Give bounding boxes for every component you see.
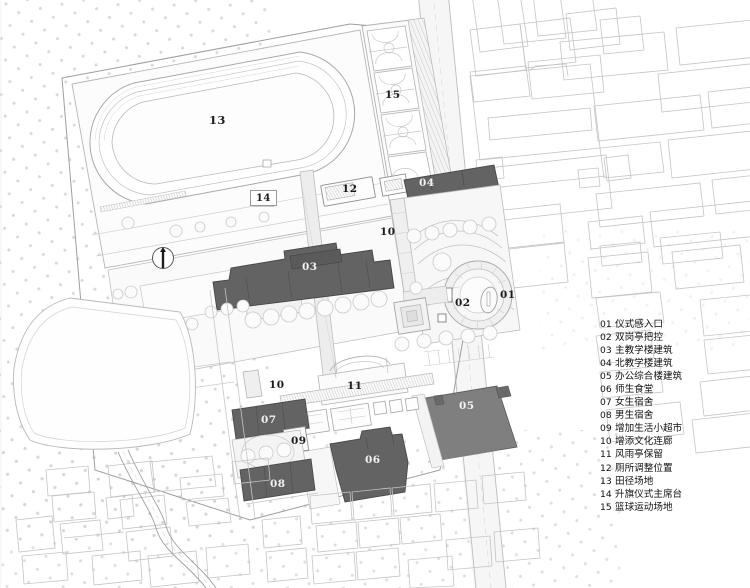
north-arrow-symbol — [152, 247, 174, 269]
legend-label: 女生宿舍 — [615, 397, 654, 409]
legend-label: 师生食堂 — [615, 384, 654, 396]
map-label-08: 08 — [270, 478, 286, 490]
legend-item-15: 15 篮球运动场地 — [600, 501, 748, 514]
map-label-07: 07 — [261, 414, 277, 426]
legend-number: 02 — [600, 332, 612, 344]
legend-label: 双岗亭把控 — [615, 332, 663, 344]
legend-item-03: 03 主教学楼建筑 — [600, 344, 748, 357]
main-teaching-building-03 — [212, 242, 395, 311]
legend-label: 增添文化连廊 — [615, 436, 673, 448]
village-buildings-south — [15, 455, 271, 588]
legend-number: 10 — [600, 436, 612, 448]
entry-roundabout — [437, 260, 513, 330]
legend-item-05: 05 办公综合楼建筑 — [600, 370, 748, 383]
legend-item-08: 08 男生宿舍 — [600, 409, 748, 422]
legend-label: 北教学楼建筑 — [615, 358, 673, 370]
boys-dormitory-08 — [239, 458, 319, 505]
legend-item-13: 13 田径场地 — [600, 475, 748, 488]
legend-item-09: 09 增加生活小超市 — [600, 422, 748, 435]
legend-label: 仪式感入口 — [615, 319, 663, 330]
map-label-02: 02 — [455, 297, 471, 309]
map-label-12: 12 — [342, 183, 358, 195]
map-label-10-west: 10 — [269, 379, 285, 391]
legend-item-14: 14 升旗仪式主席台 — [600, 488, 748, 501]
map-label-11: 11 — [347, 380, 363, 392]
guard-post-south — [437, 313, 447, 323]
legend-number: 13 — [600, 475, 612, 487]
legend-number: 14 — [600, 488, 612, 500]
legend-label: 男生宿舍 — [615, 410, 654, 422]
legend-item-11: 11 风雨亭保留 — [600, 448, 748, 461]
office-complex-05 — [411, 385, 518, 469]
legend-number: 08 — [600, 410, 612, 422]
legend-number: 11 — [600, 449, 612, 461]
legend-item-06: 06 师生食堂 — [600, 383, 748, 396]
map-label-14: 14 — [250, 190, 277, 206]
village-lane — [117, 449, 217, 588]
legend-number: 06 — [600, 384, 612, 396]
map-label-09: 09 — [291, 435, 307, 447]
map-label-13: 13 — [209, 113, 226, 127]
legend-number: 07 — [600, 397, 612, 409]
village-buildings-southcenter — [261, 471, 541, 588]
legend-item-04: 04 北教学楼建筑 — [600, 357, 748, 370]
legend-number: 15 — [600, 501, 612, 513]
square-water-feature — [393, 297, 431, 335]
basketball-courts-15 — [361, 17, 453, 188]
context-buildings-east — [559, 19, 750, 454]
pond-southwest — [13, 297, 196, 450]
legend-label: 主教学楼建筑 — [615, 345, 673, 357]
legend-number: 03 — [600, 345, 612, 357]
legend-item-07: 07 女生宿舍 — [600, 396, 748, 409]
map-label-03: 03 — [302, 261, 318, 273]
legend-panel: 01 仪式感入口 02 双岗亭把控 03 主教学楼建筑 04 北教学楼建筑 05… — [600, 318, 748, 514]
legend-label: 升旗仪式主席台 — [615, 488, 683, 500]
legend-number: 05 — [600, 371, 612, 383]
map-label-10-east: 10 — [380, 226, 396, 238]
map-label-06: 06 — [365, 454, 381, 466]
culture-corridor-10-west — [242, 369, 263, 399]
legend-item-10: 10 增添文化连廊 — [600, 435, 748, 448]
map-label-05: 05 — [459, 400, 475, 412]
legend-item-02: 02 双岗亭把控 — [600, 331, 748, 344]
legend-label: 厕所调整位置 — [615, 462, 673, 474]
legend-label: 篮球运动场地 — [615, 501, 673, 513]
map-label-01: 01 — [500, 289, 516, 301]
legend-item-01: 01 仪式感入口 — [600, 318, 748, 331]
legend-number: 09 — [600, 423, 612, 435]
legend-label: 增加生活小超市 — [615, 423, 683, 435]
entry-parking-bays — [423, 343, 495, 367]
ceremonial-entrance-plaza-01 — [393, 184, 521, 367]
legend-label: 田径场地 — [615, 475, 654, 487]
context-buildings-northeast — [469, 0, 645, 290]
map-label-15: 15 — [385, 89, 401, 101]
legend-number: 12 — [600, 462, 612, 474]
legend-label: 办公综合楼建筑 — [615, 371, 683, 383]
legend-item-12: 12 厕所调整位置 — [600, 462, 748, 475]
legend-label: 风雨亭保留 — [615, 449, 663, 461]
legend-number: 04 — [600, 358, 612, 370]
toilet-block-12 — [320, 173, 409, 207]
legend-number: 01 — [600, 319, 612, 330]
school-site-boundary — [61, 23, 471, 521]
map-label-04: 04 — [419, 177, 435, 189]
